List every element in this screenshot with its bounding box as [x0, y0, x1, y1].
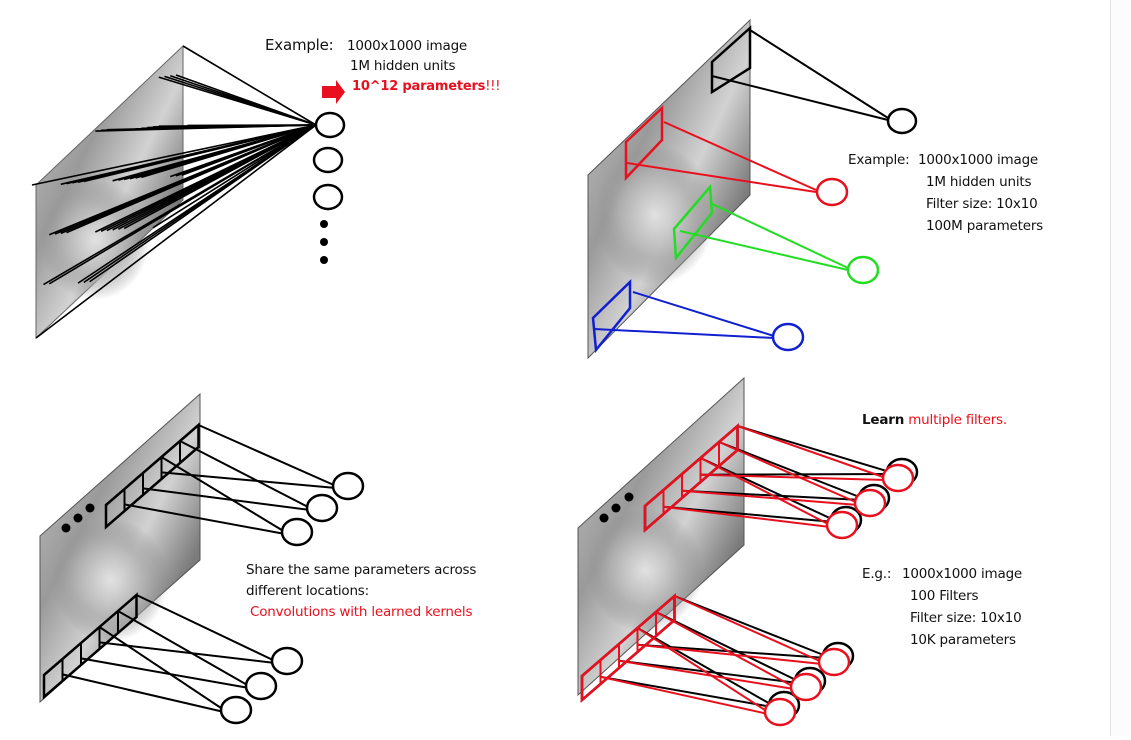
hidden-unit: [855, 490, 885, 516]
hidden-unit-green: [848, 257, 878, 283]
hidden-unit-black: [888, 109, 916, 133]
fc-line-hidden: 1M hidden units: [350, 57, 455, 75]
hidden-unit: [765, 699, 795, 725]
mf-line-image: 1000x1000 image: [902, 565, 1022, 583]
blue-filter-line: [594, 329, 774, 338]
red-arrow-icon: [322, 80, 345, 104]
ellipsis-dot: [320, 238, 328, 246]
mf-title-black: Learn: [862, 412, 904, 428]
fc-result: 10^12 parameters!!!: [352, 78, 500, 96]
ellipsis-dot: [320, 256, 328, 264]
lc-line-filter: Filter size: 10x10: [926, 195, 1038, 213]
mf-title: Learn multiple filters.: [862, 411, 1007, 429]
hidden-unit: [272, 648, 302, 674]
blue-filter-line: [633, 292, 774, 336]
sw-highlight: Convolutions with learned kernels: [250, 603, 472, 621]
black-filter-line: [750, 30, 888, 118]
hidden-unit: [316, 113, 344, 137]
hidden-unit: [221, 697, 251, 723]
filter-connection: [675, 596, 827, 656]
fc-result-value: 10^12 parameters: [352, 79, 485, 94]
hidden-unit: [791, 674, 821, 700]
filter-connection: [738, 426, 891, 472]
hidden-unit-red: [817, 179, 847, 205]
ellipsis-dot: [612, 504, 621, 513]
lc-line-image: 1000x1000 image: [918, 151, 1038, 169]
hidden-unit: [246, 673, 276, 699]
sw-line2: different locations:: [246, 582, 369, 600]
fully-connected-panel: [32, 46, 345, 338]
mf-title-red: multiple filters.: [908, 412, 1007, 428]
lc-line-params: 100M parameters: [926, 217, 1043, 235]
shared-weights-panel: [40, 394, 363, 723]
mf-line-filters: 100 Filters: [910, 587, 978, 605]
ellipsis-dot: [320, 220, 328, 228]
input-image-face: [595, 145, 715, 285]
ellipsis-dot: [86, 504, 95, 513]
hidden-unit: [282, 519, 312, 545]
hidden-unit: [314, 185, 342, 209]
hidden-unit: [827, 512, 857, 538]
lc-example-label: Example:: [848, 151, 910, 169]
ellipsis-dot: [625, 493, 634, 502]
fc-line-image: 1000x1000 image: [347, 37, 467, 55]
hidden-unit: [307, 495, 337, 521]
connection-line: [183, 46, 316, 125]
hidden-unit: [883, 465, 913, 491]
fc-example-label: Example:: [265, 36, 334, 54]
ellipsis-dot: [600, 514, 609, 523]
multiple-filters-panel: [578, 378, 917, 725]
input-image-face: [52, 518, 168, 642]
mf-line-params: 10K parameters: [910, 631, 1016, 649]
hidden-unit-blue: [773, 324, 803, 350]
right-margin: [1111, 0, 1131, 736]
ellipsis-dot: [62, 524, 71, 533]
hidden-unit: [314, 148, 342, 172]
mf-example-label: E.g.:: [862, 565, 891, 583]
green-filter-line: [712, 204, 848, 268]
locally-connected-panel: [588, 20, 916, 358]
ellipsis-dot: [74, 514, 83, 523]
hidden-unit: [819, 649, 849, 675]
input-image-face: [40, 180, 150, 300]
filter-connection: [118, 611, 249, 686]
lc-line-hidden: 1M hidden units: [926, 173, 1031, 191]
fc-result-suffix: !!!: [485, 79, 500, 94]
filter-connection: [738, 426, 887, 478]
vertical-divider: [1110, 0, 1111, 736]
sw-line1: Share the same parameters across: [246, 561, 476, 579]
mf-line-filtersize: Filter size: 10x10: [910, 609, 1022, 627]
hidden-unit: [333, 473, 363, 499]
